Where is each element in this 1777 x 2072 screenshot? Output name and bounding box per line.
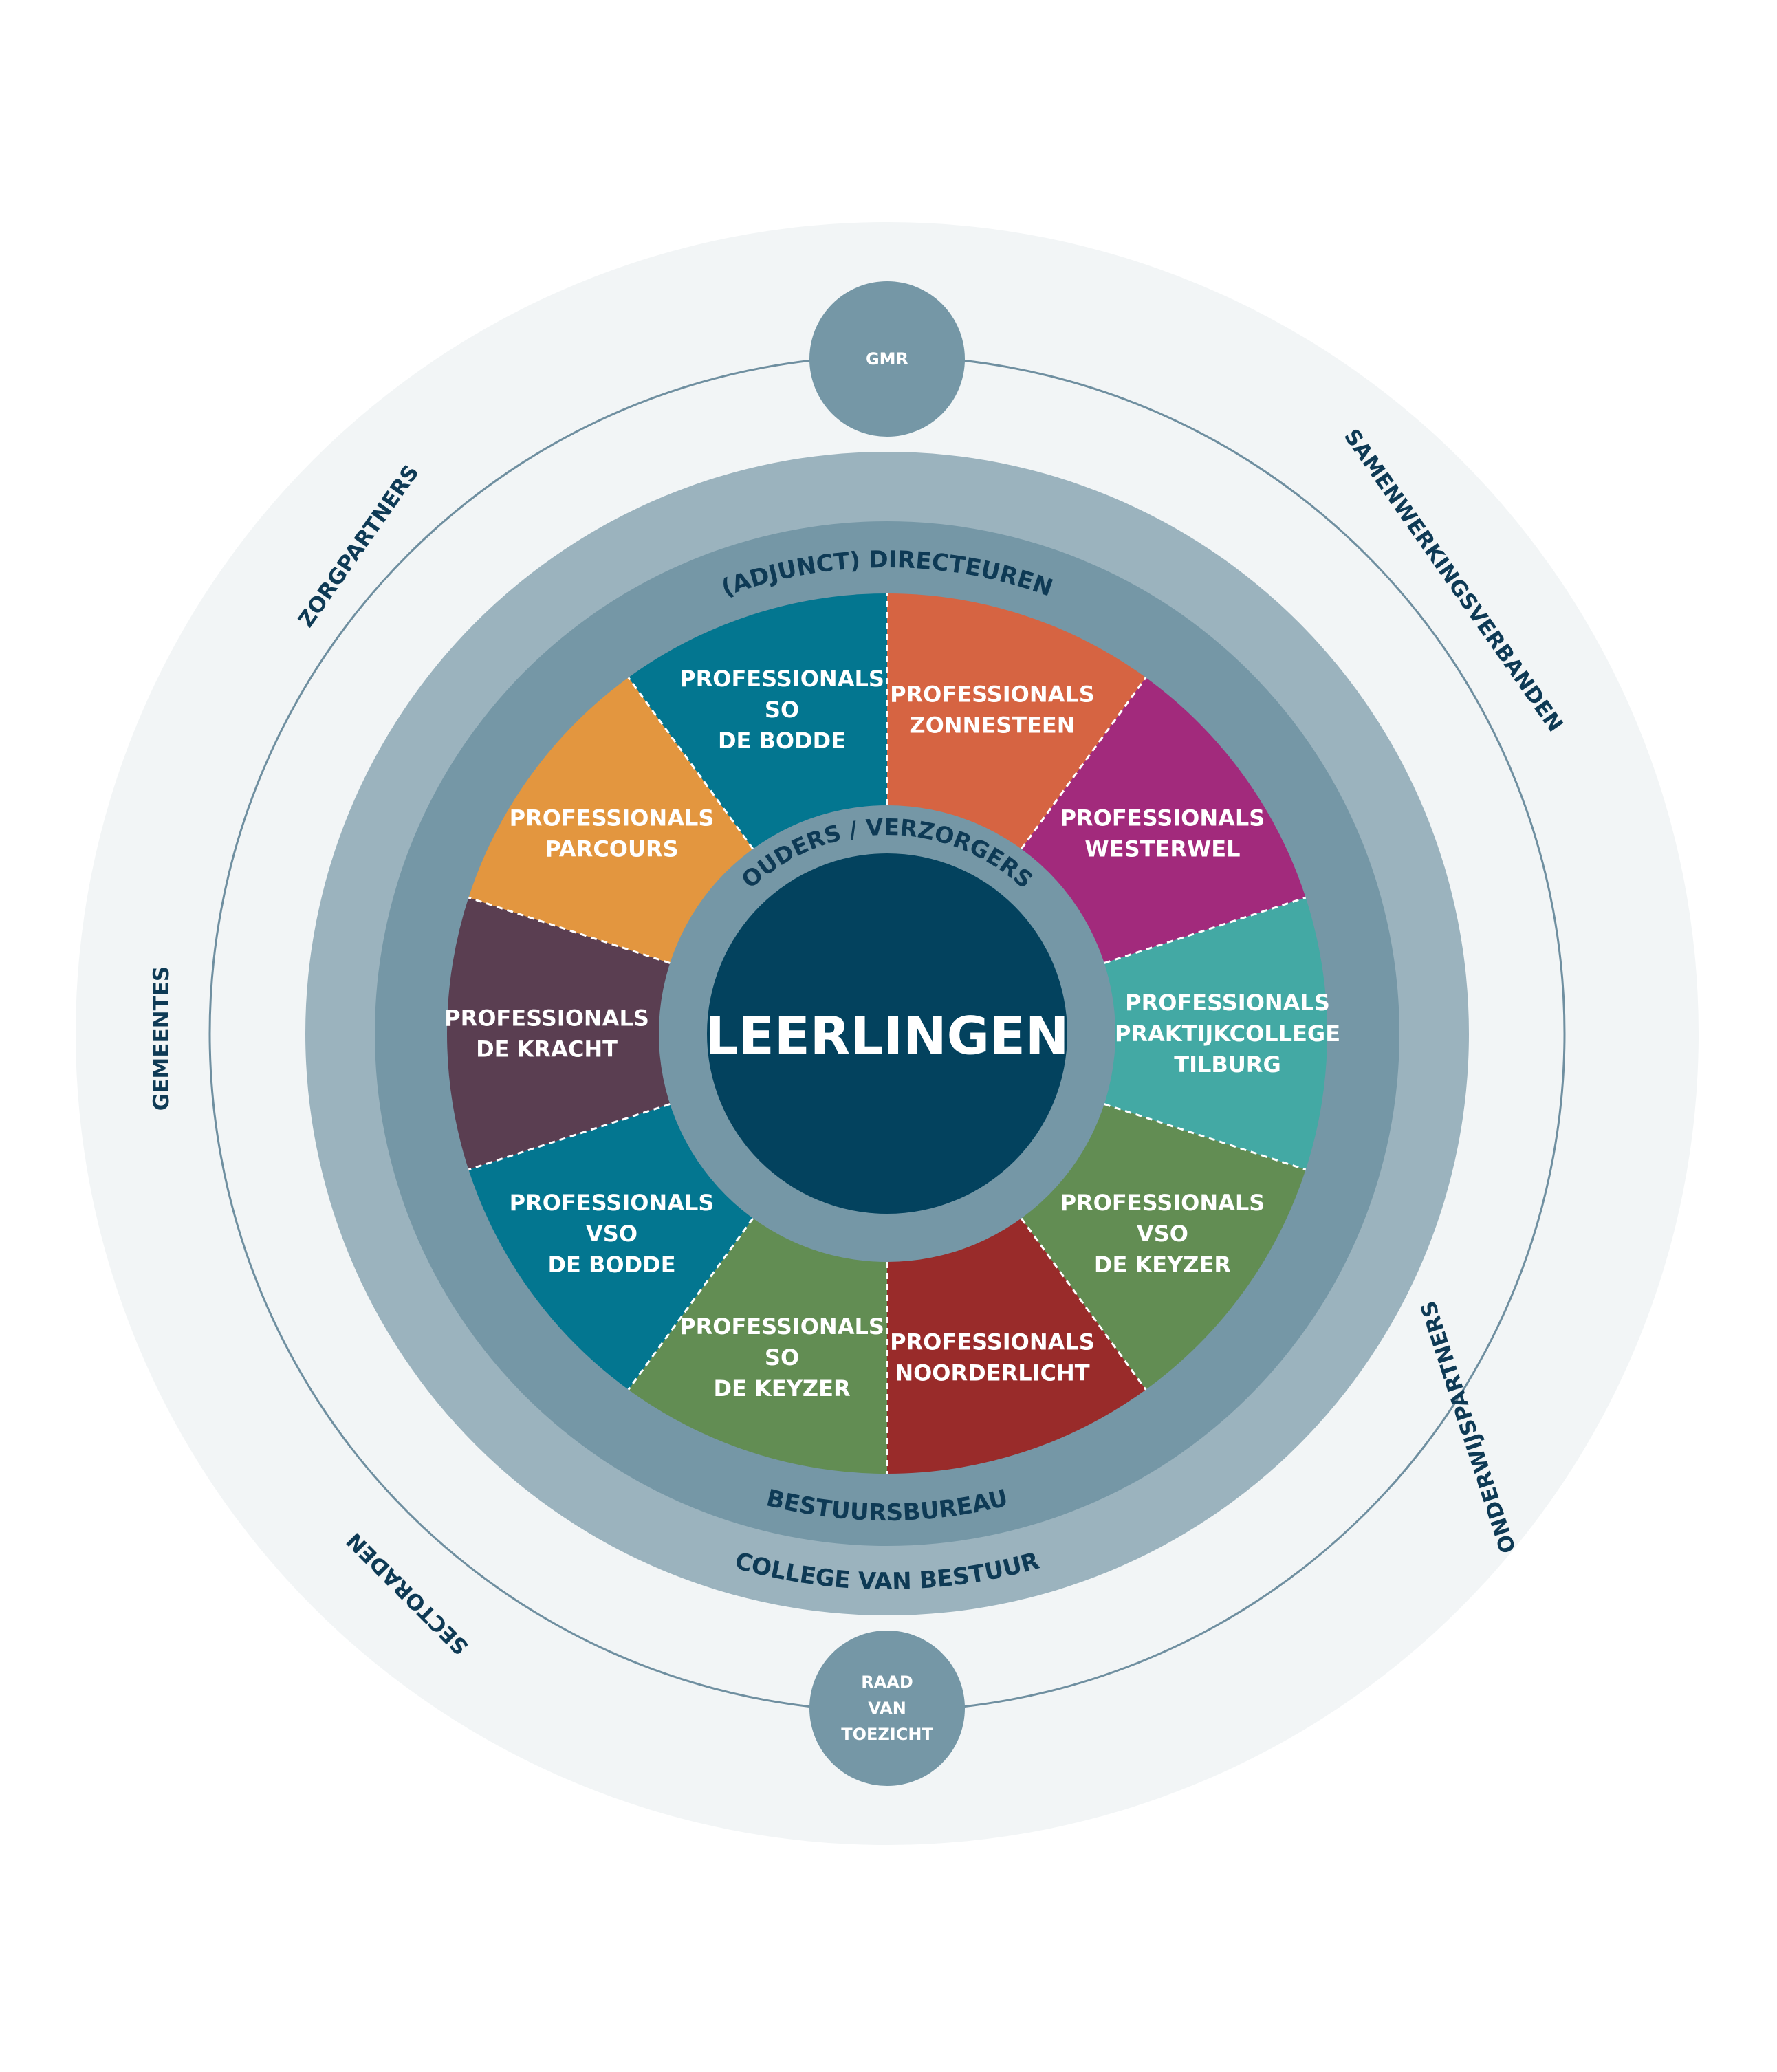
- svg-text:GMR: GMR: [866, 349, 908, 369]
- wedge-separator: [1020, 677, 1147, 850]
- wedge-separator: [1104, 1103, 1307, 1171]
- wedge-separator: [1020, 1217, 1147, 1391]
- wedge-separator: [627, 677, 754, 850]
- node-gmr: GMR: [809, 281, 965, 437]
- wedge-separator: [468, 896, 671, 964]
- wedge-separator: [627, 1217, 754, 1391]
- wedge-separator: [1104, 896, 1307, 964]
- center-circle: [707, 853, 1067, 1214]
- wedge-separator: [468, 1103, 671, 1171]
- center-label: LEERLINGEN: [706, 1005, 1069, 1067]
- gemeentes-label: GEMEENTES: [149, 966, 174, 1111]
